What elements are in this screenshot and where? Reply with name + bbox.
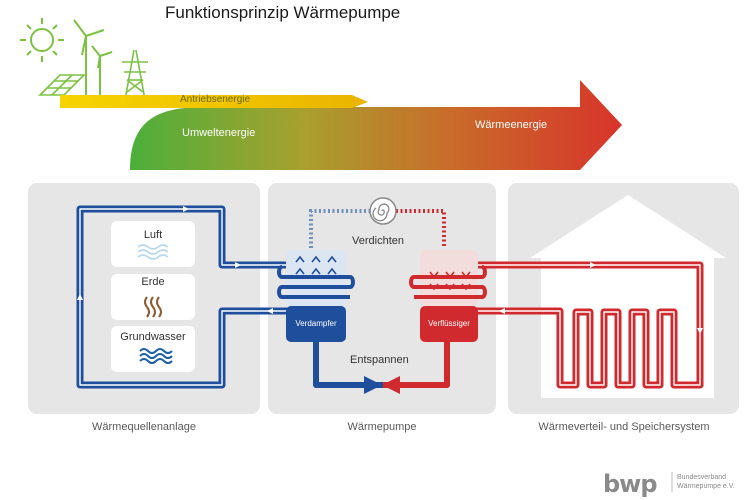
expand-label: Entspannen bbox=[350, 354, 409, 366]
compress-label: Verdichten bbox=[352, 235, 404, 247]
earth-heat-icon bbox=[144, 296, 162, 318]
environment-energy-label: Umweltenergie bbox=[182, 127, 256, 139]
energy-flow-arrow bbox=[130, 80, 622, 170]
source-label-erde: Erde bbox=[141, 276, 165, 288]
solar-panel-icon bbox=[38, 74, 86, 96]
bwp-logo-subtitle: Bundesverband Wärmepumpe e.V. bbox=[677, 473, 735, 491]
pump-panel bbox=[268, 183, 496, 414]
distribution-panel-label: Wärmeverteil- und Speichersystem bbox=[538, 421, 710, 433]
water-wave-icon bbox=[139, 348, 173, 364]
source-box-luft bbox=[111, 221, 195, 267]
bwp-logo: bwp bbox=[603, 470, 658, 498]
condenser-unit[interactable] bbox=[409, 250, 487, 342]
flow-direction-arrows bbox=[77, 206, 703, 334]
pump-panel-label: Wärmepumpe bbox=[347, 421, 417, 433]
heating-loop-pipe bbox=[472, 261, 704, 389]
expansion-valve-icon[interactable] bbox=[364, 376, 400, 394]
page-title: Funktionsprinzip Wärmepumpe bbox=[165, 3, 401, 22]
condenser-label: Verflüssiger bbox=[428, 319, 470, 328]
source-box-grundwasser bbox=[111, 326, 195, 372]
source-panel-label: Wärmequellenanlage bbox=[92, 421, 196, 433]
sun-icon bbox=[20, 18, 64, 62]
bwp-logo-line2: Wärmepumpe e.V. bbox=[677, 483, 735, 490]
compressor-pipe bbox=[309, 209, 446, 248]
drive-energy-label: Antriebsenergie bbox=[180, 94, 251, 105]
heat-energy-label: Wärmeenergie bbox=[475, 119, 548, 131]
compressor-icon[interactable] bbox=[369, 197, 397, 225]
wind-turbine-icon bbox=[73, 19, 113, 95]
evaporator-label: Verdampfer bbox=[295, 319, 337, 328]
source-label-grundwasser: Grundwasser bbox=[120, 331, 186, 343]
evaporator-unit[interactable] bbox=[277, 250, 355, 342]
drive-energy-arrow bbox=[60, 95, 368, 108]
bwp-logo-line1: Bundesverband bbox=[677, 474, 727, 481]
air-wave-icon bbox=[137, 244, 169, 260]
power-pylon-icon bbox=[122, 49, 148, 101]
source-label-luft: Luft bbox=[143, 229, 163, 241]
